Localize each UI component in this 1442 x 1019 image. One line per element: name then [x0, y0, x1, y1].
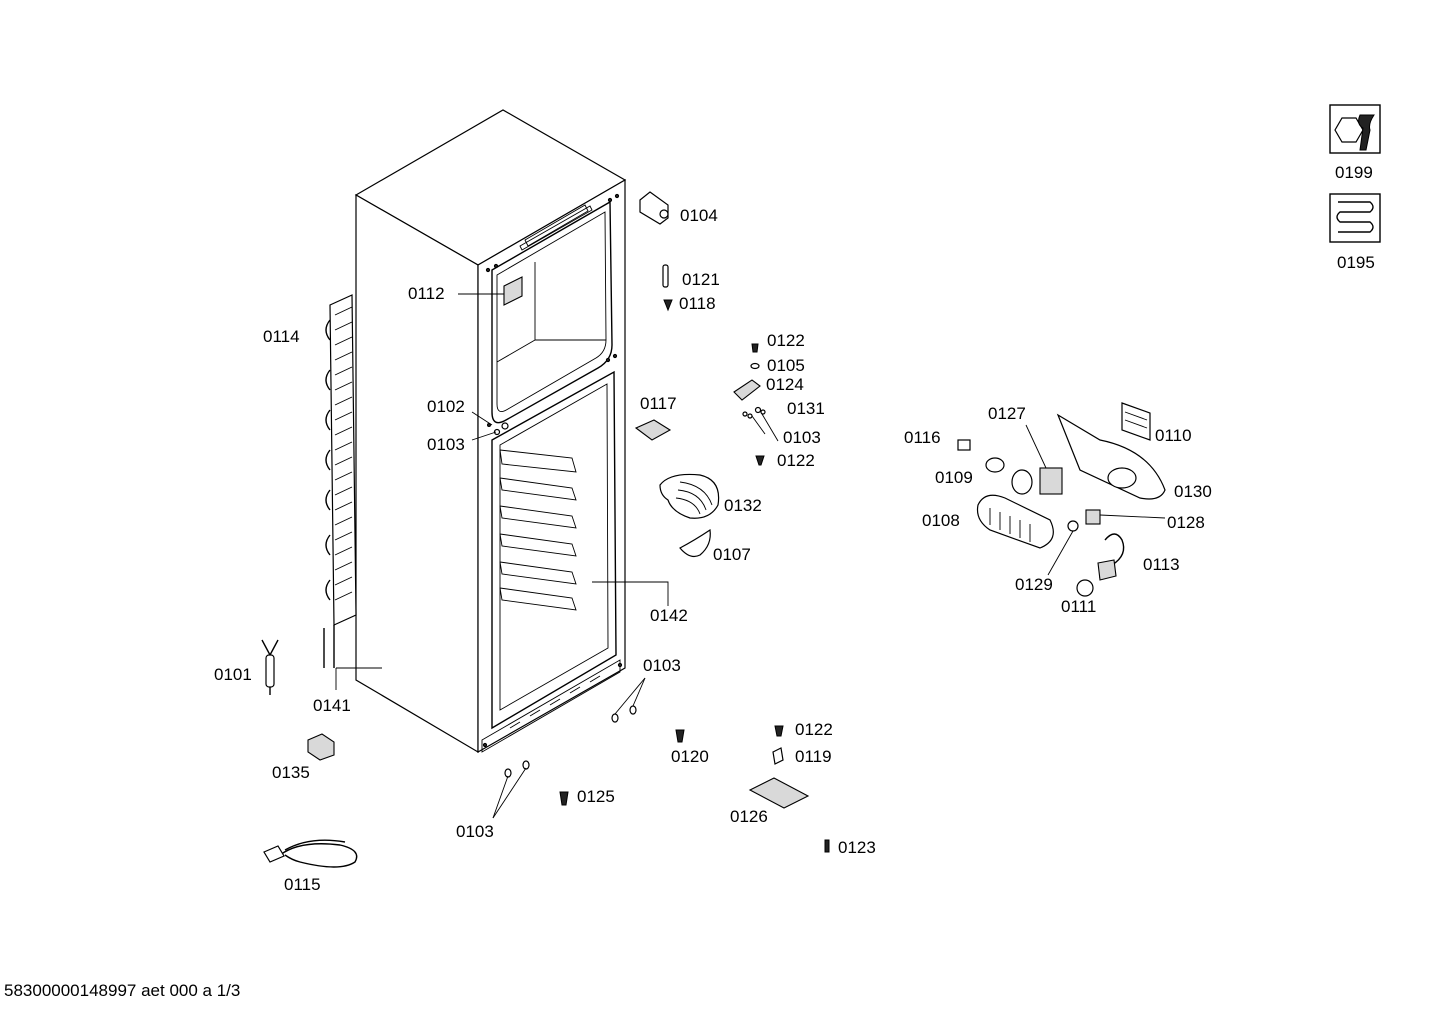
callout-0199: 0199 [1335, 163, 1373, 182]
part-0121-pin [662, 264, 669, 288]
callout-0142: 0142 [650, 606, 688, 625]
callout-0132: 0132 [724, 496, 762, 515]
callout-0122: 0122 [767, 331, 805, 350]
callout-0109: 0109 [935, 468, 973, 487]
callout-0122: 0122 [777, 451, 815, 470]
part-0101-drier [261, 639, 279, 695]
part-0131-0103-fasteners [742, 406, 766, 419]
callout-0124: 0124 [766, 375, 804, 394]
callout-0127: 0127 [988, 404, 1026, 423]
refrigerator-cabinet [354, 109, 627, 754]
callout-0123: 0123 [838, 838, 876, 857]
part-0122-screw-a [751, 343, 759, 353]
part-0122-screw-b [755, 455, 765, 466]
part-0124-hinge [733, 379, 761, 401]
part-0117-box [634, 419, 672, 441]
part-0132-fan-cover [659, 473, 720, 519]
callout-0119: 0119 [795, 747, 832, 766]
callout-0101: 0101 [214, 665, 252, 684]
callout-0104: 0104 [680, 206, 718, 225]
callout-0126: 0126 [730, 807, 768, 826]
part-0135-block [307, 733, 335, 761]
callout-0111: 0111 [1061, 597, 1097, 616]
part-0119-clip [772, 747, 784, 765]
condenser [323, 294, 357, 668]
callout-0103: 0103 [783, 428, 821, 447]
thermostat-light-assembly [957, 402, 1166, 597]
document-footer-id: 58300000148997 aet 000 a 1/3 [4, 981, 241, 1000]
callout-0141: 0141 [313, 696, 351, 715]
wrench-nut-icon [1329, 104, 1381, 154]
callout-0125: 0125 [577, 787, 615, 806]
part-0115-power-cord [263, 839, 358, 868]
part-0105-washer [750, 362, 760, 370]
part-0104-bracket [639, 191, 669, 225]
part-0120-screw [675, 729, 685, 743]
part-0123-screw [824, 839, 830, 853]
callout-0103: 0103 [643, 656, 681, 675]
leader-lines [335, 293, 1166, 819]
part-0118-screw [663, 299, 673, 312]
callout-0122: 0122 [795, 720, 833, 739]
callout-0103: 0103 [427, 435, 465, 454]
callout-0108: 0108 [922, 511, 960, 530]
callout-0103: 0103 [456, 822, 494, 841]
callout-0135: 0135 [272, 763, 310, 782]
callout-0105: 0105 [767, 356, 805, 375]
callout-0121: 0121 [682, 270, 720, 289]
callout-0131: 0131 [787, 399, 825, 418]
callout-0120: 0120 [671, 747, 709, 766]
callout-0195: 0195 [1337, 253, 1375, 272]
callout-0116: 0116 [904, 428, 941, 447]
heating-coil-icon [1329, 193, 1381, 243]
callout-0113: 0113 [1143, 555, 1180, 574]
callout-0130: 0130 [1174, 482, 1212, 501]
part-0107-clip [679, 528, 711, 558]
callout-0112: 0112 [408, 284, 445, 303]
callout-0107: 0107 [713, 545, 751, 564]
part-0122-screw-c [774, 725, 784, 737]
callout-0114: 0114 [263, 327, 300, 346]
callout-0129: 0129 [1015, 575, 1053, 594]
callout-0128: 0128 [1167, 513, 1205, 532]
callout-0118: 0118 [679, 294, 716, 313]
part-0126-plate [748, 777, 810, 809]
callout-0115: 0115 [284, 875, 321, 894]
part-0125-screw [559, 791, 569, 806]
callout-0102: 0102 [427, 397, 465, 416]
callout-0117: 0117 [640, 394, 677, 413]
callout-0110: 0110 [1155, 426, 1192, 445]
